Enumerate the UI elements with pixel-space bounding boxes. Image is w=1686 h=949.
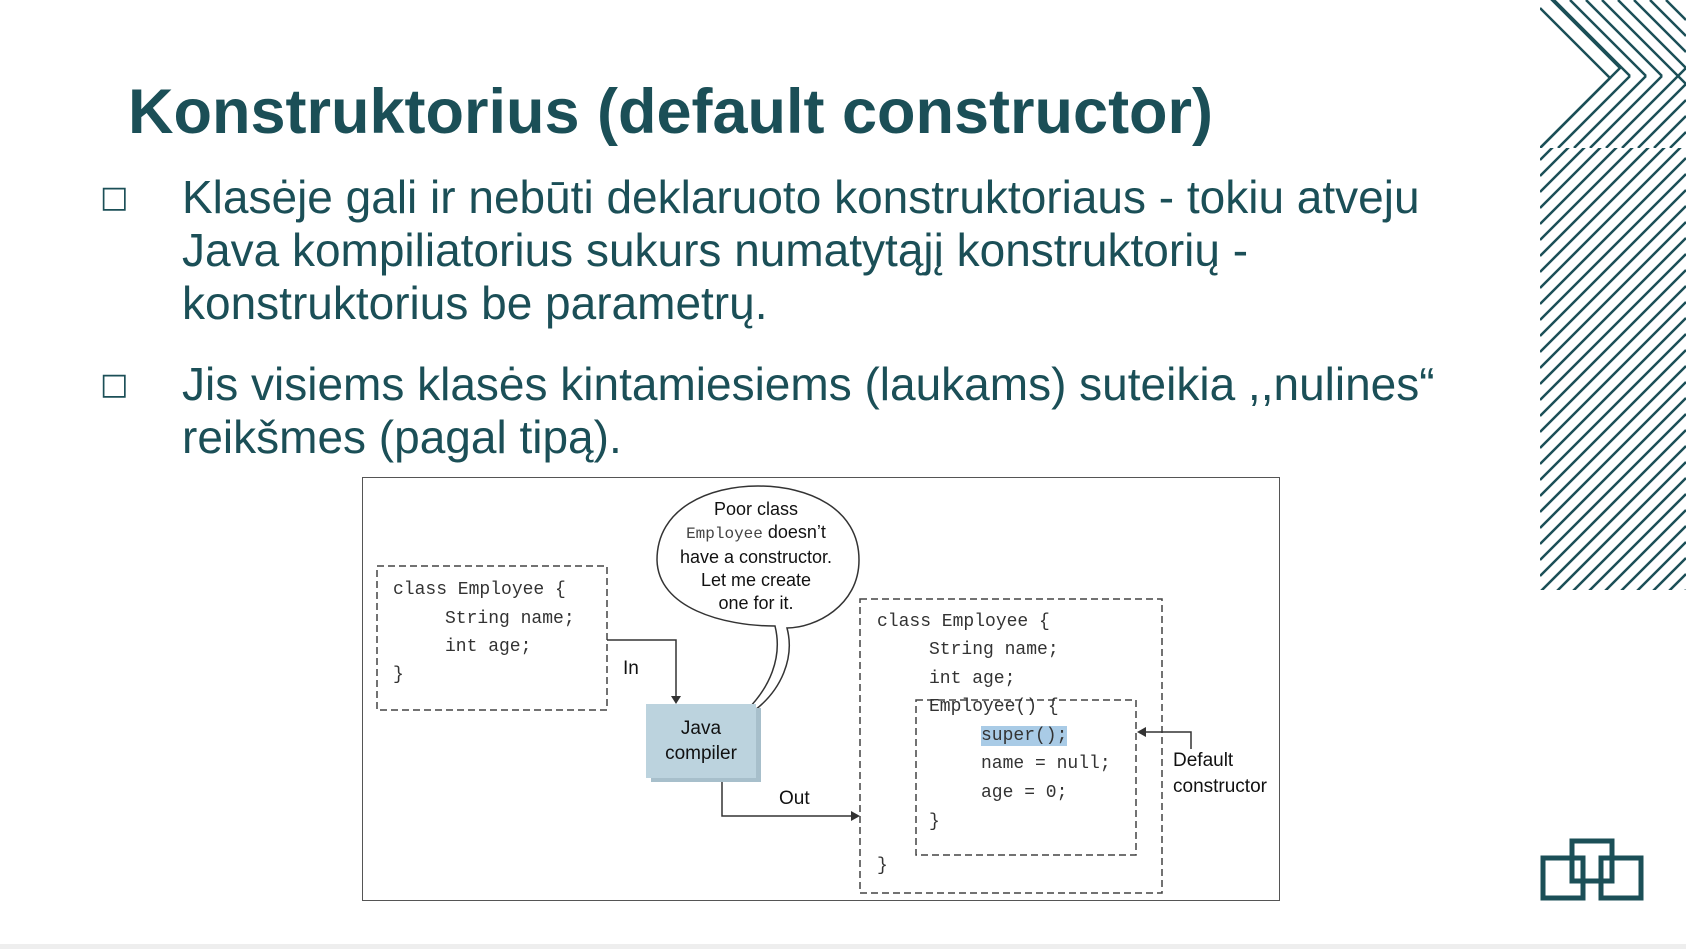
right-code-line-6: name = null; [981,754,1111,774]
diagram-lines [376,485,1192,894]
diagonal-stripes-icon [1540,0,1686,590]
in-label: In [623,658,639,679]
right-code-line-3: int age; [929,669,1016,689]
default-label-2: constructor [1173,776,1267,797]
right-code-line-2: String name; [929,640,1059,660]
right-code-line-5: super(); [981,722,1068,751]
left-code-line-2: String name; [445,609,575,629]
constructor-box [915,699,1137,856]
bubble-line-5: one for it. [718,593,794,613]
bubble-line-3: have a constructor. [679,547,833,567]
default-constructor-diagram: class Employee { String name; int age; }… [362,477,1280,901]
bullet-text-2: Jis visiems klasės kintamiesiems (laukam… [182,358,1435,463]
right-code-line-7: age = 0; [981,783,1068,803]
super-call-highlight: super(); [981,726,1068,746]
bubble-line-4: Let me create [700,570,812,590]
compiler-label-2: compiler [665,743,737,764]
right-code-line-1: class Employee { [877,612,1050,632]
default-arrow [1144,731,1192,749]
right-code-line-4: Employee() { [929,697,1059,717]
left-code-line-3: int age; [445,637,532,657]
left-code-line-4: } [393,665,404,685]
default-label-1: Default [1173,750,1234,771]
bubble-line-1: Poor class [713,499,799,519]
bubble-code-employee: Employee [686,525,763,543]
slide-title: Konstruktorius (default constructor) [128,77,1214,147]
left-code-line-1: class Employee { [393,580,566,600]
bubble-line-2-text: doesn’t [767,522,826,542]
out-label: Out [779,788,810,809]
compiler-label-1: Java [680,718,722,739]
footer-band [0,944,1686,949]
out-arrow [721,780,853,817]
right-code-line-9: } [877,856,888,876]
speech-bubble-text: Poor class Employee doesn’t have a const… [663,498,849,615]
left-code-box [376,565,608,711]
square-outline-icon: □ [100,180,129,215]
in-arrow [607,639,677,700]
square-outline-icon: □ [100,367,129,402]
right-code-box [859,598,1163,894]
bubble-line-2: Employee doesn’t [663,521,849,546]
right-code-line-8: } [929,812,940,832]
speech-bubble [656,485,860,711]
bullet-item-1: □ Klasėje gali ir nebūti deklaruoto kons… [100,171,1530,330]
java-compiler-box: Java compiler [646,704,756,778]
bullet-text-1: Klasėje gali ir nebūti deklaruoto konstr… [182,171,1420,329]
squares-logo-icon [1540,838,1644,901]
bullet-item-2: □ Jis visiems klasės kintamiesiems (lauk… [100,358,1530,464]
